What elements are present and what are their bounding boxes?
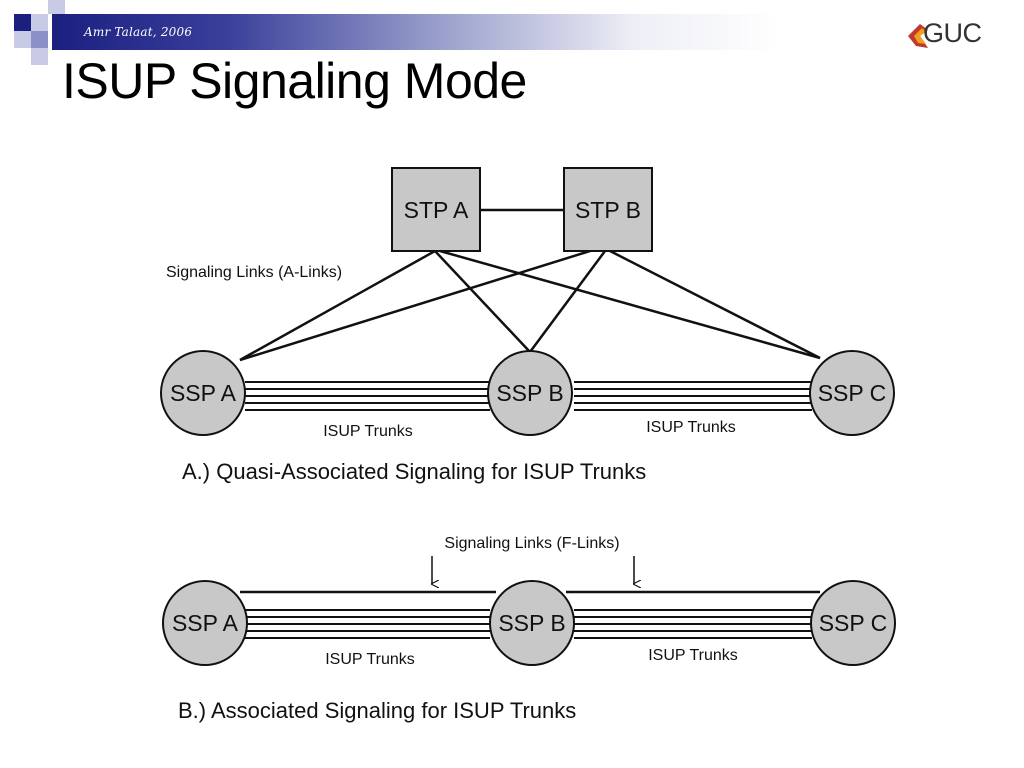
corner-square xyxy=(14,31,31,48)
a-link xyxy=(239,249,591,362)
corner-square xyxy=(31,31,48,48)
ssp-c-node xyxy=(809,350,895,436)
diagram-a-caption: A.) Quasi-Associated Signaling for ISUP … xyxy=(182,459,646,484)
isup-trunk-bundle xyxy=(245,609,490,639)
ssp-a-label: SSP A xyxy=(172,610,239,636)
stp-b-label: STP B xyxy=(575,197,641,223)
ssp-c-node xyxy=(810,580,896,666)
isup-trunk-bundle xyxy=(574,609,812,639)
ssp-c-label: SSP C xyxy=(819,610,888,636)
diagram-b: SSP A SSP B SSP C Signaling Links (F-Lin… xyxy=(162,535,896,723)
page-title: ISUP Signaling Mode xyxy=(62,53,527,109)
isup-trunks-label: ISUP Trunks xyxy=(648,647,738,664)
isup-trunk-bundle xyxy=(574,381,812,411)
a-link xyxy=(609,249,821,360)
a-links-label: Signaling Links (A-Links) xyxy=(166,264,342,281)
corner-square xyxy=(31,14,48,31)
isup-trunks-label: ISUP Trunks xyxy=(646,419,736,436)
ssp-b-label: SSP B xyxy=(498,610,565,636)
ssp-a-label: SSP A xyxy=(170,380,237,406)
corner-square xyxy=(31,48,48,65)
author-credit: Amr Talaat, 2006 xyxy=(84,25,193,39)
diagram-a: STP A STP B SSP A SSP B SSP C Signaling … xyxy=(160,167,895,484)
corner-square xyxy=(48,0,65,14)
f-links-label: Signaling Links (F-Links) xyxy=(444,535,619,552)
a-link xyxy=(434,250,531,353)
ssp-b-node xyxy=(487,350,573,436)
stp-a-label: STP A xyxy=(404,197,469,223)
stp-b-node xyxy=(563,167,653,252)
a-link xyxy=(439,249,821,360)
ssp-b-label: SSP B xyxy=(496,380,563,406)
logo-text: GUC xyxy=(923,18,982,48)
header-band xyxy=(52,14,1024,50)
diagram-b-caption: B.) Associated Signaling for ISUP Trunks xyxy=(178,698,576,723)
corner-square xyxy=(14,14,31,31)
isup-trunks-label: ISUP Trunks xyxy=(323,423,413,440)
stp-a-node xyxy=(391,167,481,252)
guc-logo xyxy=(908,24,928,48)
isup-trunks-label: ISUP Trunks xyxy=(325,651,415,668)
ssp-c-label: SSP C xyxy=(818,380,887,406)
a-link xyxy=(239,249,436,362)
isup-trunk-bundle xyxy=(245,381,490,411)
a-link xyxy=(528,250,607,353)
ssp-a-node xyxy=(162,580,248,666)
ssp-b-node xyxy=(489,580,575,666)
ssp-a-node xyxy=(160,350,246,436)
